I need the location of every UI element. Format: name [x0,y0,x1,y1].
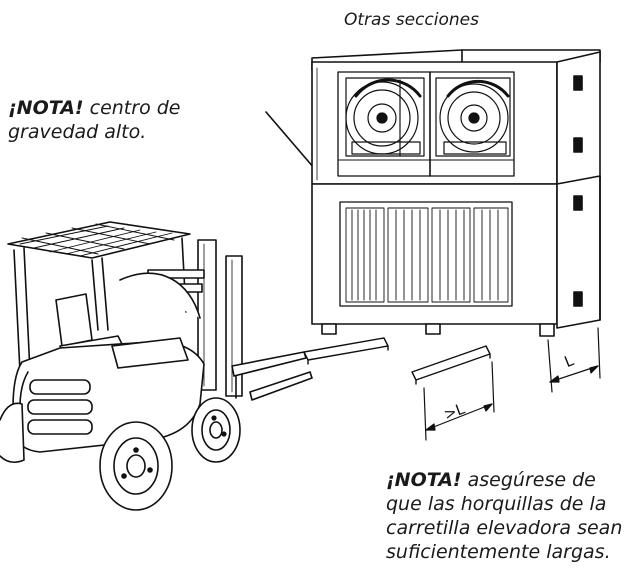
fan-right-icon [435,77,511,157]
front-wheel-icon [191,397,241,463]
note-bottom-text: asegúrese de que las horquillas de la ca… [386,469,623,563]
floor-skids [303,337,491,385]
note-top-prefix: ¡NOTA! [8,97,84,119]
filter-bank [345,207,509,303]
fan-left-icon [345,77,425,157]
note-top-text: centro de gravedad alto. [8,97,181,143]
caption-other-sections: Otras secciones [344,10,479,30]
dimension-label-L: L [562,351,577,371]
note-bottom-prefix: ¡NOTA! [386,469,462,491]
note-center-of-gravity: ¡NOTA! centro de gravedad alto. [8,96,228,144]
dimension-L [547,327,601,393]
forklift [0,221,313,511]
note-fork-length: ¡NOTA! asegúrese de que las horquillas d… [386,468,636,564]
pointer-line [265,111,315,169]
dimension-label-fork: >L [441,399,467,423]
air-handling-unit [311,49,601,337]
dimension-fork-length [423,361,495,441]
rear-wheel-icon [99,421,173,511]
